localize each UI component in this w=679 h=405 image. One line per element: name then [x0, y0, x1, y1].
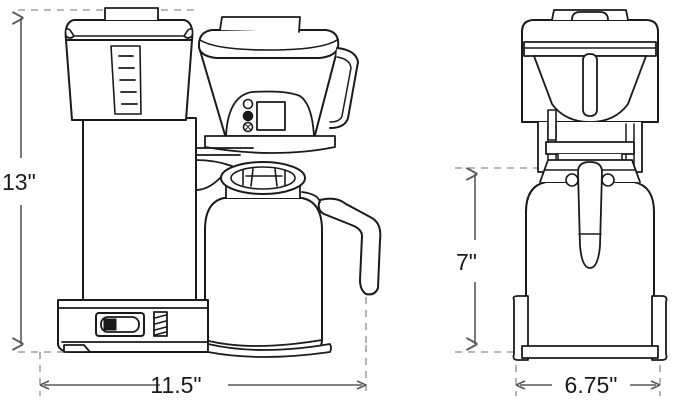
front-view — [512, 9, 668, 361]
brew-basket-rim — [197, 29, 340, 59]
dim-depth-width-arrow-left — [515, 380, 526, 390]
dim-width-arrow-right — [356, 380, 367, 390]
reservoir-lid-knob-right — [183, 28, 194, 39]
power-switch-toggle[interactable] — [103, 318, 117, 331]
carafe-lid-detail — [242, 168, 286, 187]
dim-label-depth-width: 6.75" — [565, 372, 618, 398]
control-indicator-3-cross — [244, 123, 252, 131]
reservoir-top-cap — [104, 7, 159, 21]
drip-spout — [582, 53, 598, 117]
body-shelf-line — [195, 147, 254, 156]
brew-basket-lid-flap — [219, 16, 301, 33]
warming-arm-2 — [195, 177, 221, 191]
dim-width-arrow-left — [39, 380, 50, 390]
base-foot-left — [63, 344, 91, 353]
base-front — [512, 295, 529, 361]
reservoir-lid — [64, 19, 194, 41]
dim-depth-width-arrow-right — [650, 380, 661, 390]
brew-basket-rim-inner — [199, 39, 338, 51]
top-housing-band — [523, 41, 657, 57]
carafe-lid-inner — [230, 166, 296, 190]
body-column — [82, 117, 197, 301]
control-display — [256, 101, 286, 131]
carafe-foot — [204, 339, 323, 347]
dim-label-depth-height: 7" — [456, 249, 477, 275]
carafe-front-lug-left — [565, 173, 579, 187]
dim-label-width: 11.5" — [150, 372, 201, 398]
control-indicator-2[interactable] — [242, 110, 254, 122]
vent-grille-lines — [154, 314, 167, 336]
base-front-plate — [521, 345, 659, 359]
control-indicator-1[interactable] — [242, 98, 254, 110]
reservoir-lid-knob — [64, 28, 75, 39]
brew-basket-handle-inner — [329, 56, 352, 123]
front-shelf-bar — [545, 141, 635, 155]
side-view — [57, 7, 382, 358]
dim-label-height: 13" — [2, 169, 36, 195]
carafe-front-lug-right — [601, 173, 615, 187]
front-latch — [547, 109, 557, 141]
carafe — [204, 197, 323, 354]
basket-support-collar — [204, 135, 336, 154]
dimension-lines — [21, 18, 661, 390]
top-housing-nub — [571, 11, 609, 21]
base-front-right — [651, 295, 668, 361]
carafe-spout — [301, 191, 321, 203]
carafe-front-handle — [577, 161, 603, 269]
warming-plate — [207, 343, 332, 358]
reservoir-level-marks — [118, 55, 138, 105]
carafe-handle — [317, 197, 382, 296]
warming-arm — [195, 159, 233, 167]
